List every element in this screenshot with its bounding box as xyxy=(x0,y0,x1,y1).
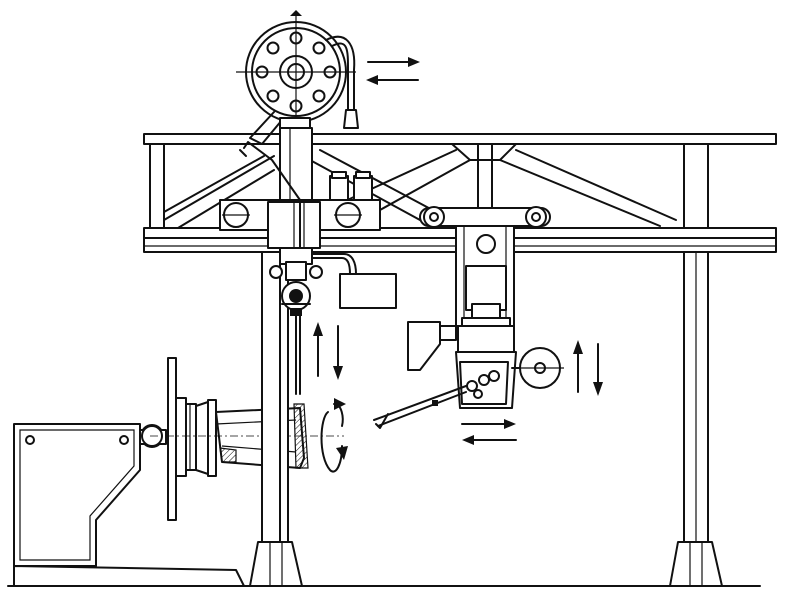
gantry-column-right xyxy=(669,141,723,587)
bolt-hole xyxy=(25,435,35,445)
rotary-faceplate xyxy=(167,357,217,521)
bolt-hole xyxy=(119,435,129,445)
workpiece-rotation-arrow xyxy=(320,398,348,473)
carriage-horizontal-arrow xyxy=(461,419,517,445)
welding-head-carriage xyxy=(373,206,551,429)
spool-horizontal-arrow xyxy=(366,57,420,85)
carriage-vertical-arrow xyxy=(573,340,603,396)
welding-head-vertical xyxy=(219,127,381,395)
positioner-base xyxy=(13,423,245,587)
tracking-roller xyxy=(516,347,564,389)
control-box xyxy=(339,273,397,309)
gantry-column-left xyxy=(249,251,303,587)
wire-spool xyxy=(236,10,359,145)
torch-vertical-arrow xyxy=(313,322,343,380)
